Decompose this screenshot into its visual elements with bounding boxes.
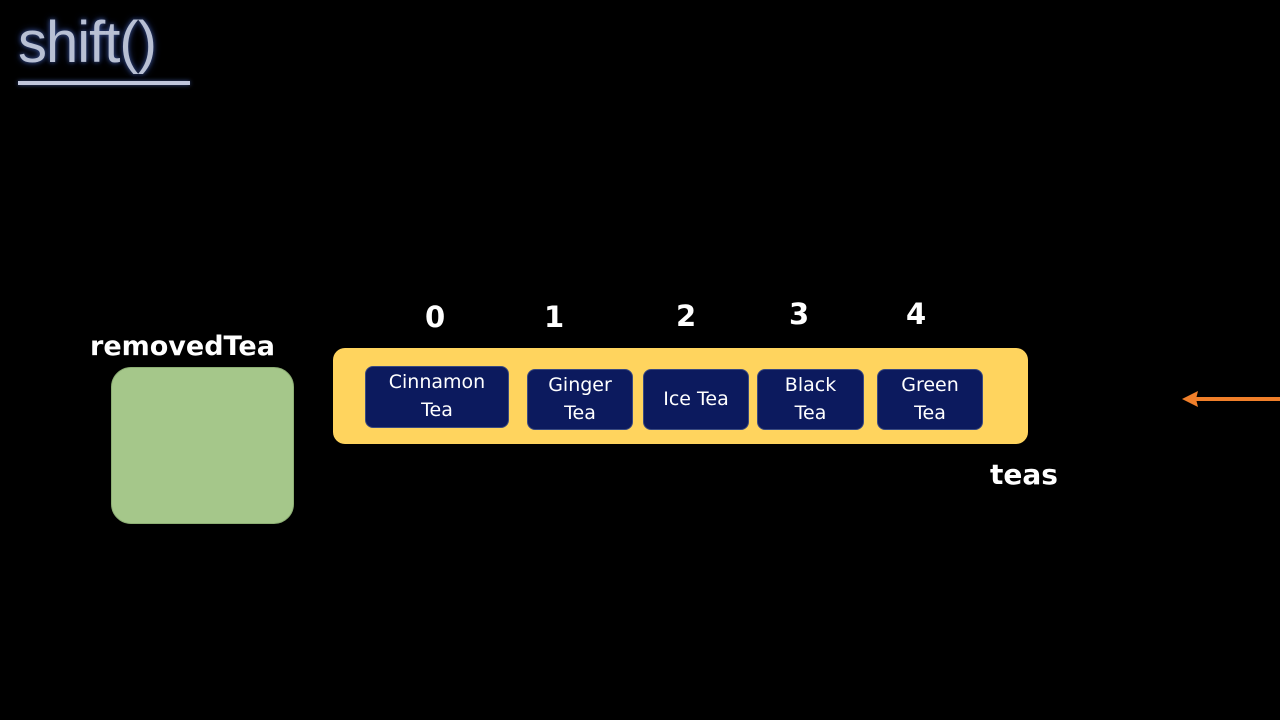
item-line2: Tea bbox=[914, 401, 946, 424]
item-line2: Tea bbox=[421, 399, 453, 421]
index-label: 1 bbox=[544, 300, 565, 334]
item-line2: Tea bbox=[794, 401, 827, 424]
item-line1: Ice Tea bbox=[663, 387, 729, 410]
index-label: 3 bbox=[789, 297, 810, 331]
item-line1: Black bbox=[784, 373, 837, 396]
item-line2: Tea bbox=[564, 401, 596, 424]
item-line1: Cinnamon bbox=[388, 371, 486, 394]
item-line1: Ginger bbox=[548, 373, 612, 396]
left-arrow-icon bbox=[1182, 391, 1280, 407]
removed-tea-label: removedTea bbox=[90, 331, 275, 362]
item-line1: Green bbox=[901, 373, 959, 396]
array-item: Ice Tea bbox=[643, 369, 749, 430]
index-label: 2 bbox=[676, 299, 697, 333]
slide-title: shift() bbox=[18, 10, 157, 75]
index-label: 0 bbox=[425, 300, 446, 334]
teas-label: teas bbox=[990, 458, 1058, 491]
index-label: 4 bbox=[906, 297, 927, 331]
removed-tea-box bbox=[111, 367, 294, 524]
title-underline bbox=[18, 81, 190, 85]
